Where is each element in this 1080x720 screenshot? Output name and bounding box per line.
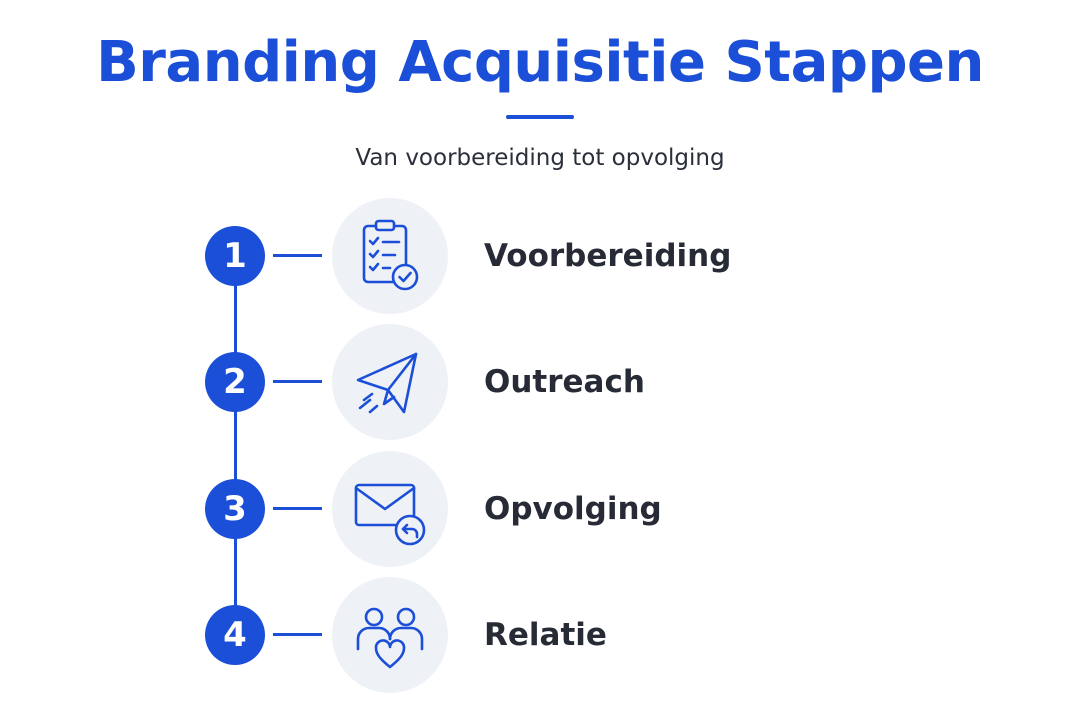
step-number-badge: 4 xyxy=(205,605,265,665)
step-number-badge: 1 xyxy=(205,226,265,286)
page-title: Branding Acquisitie Stappen xyxy=(96,30,984,95)
step-label: Opvolging xyxy=(484,491,662,527)
step-connector xyxy=(273,507,322,510)
title-divider xyxy=(506,115,574,119)
step-3: 3 Opvolging xyxy=(0,449,1080,569)
people-heart-icon xyxy=(332,577,448,693)
step-number-badge: 2 xyxy=(205,352,265,412)
clipboard-check-icon xyxy=(332,198,448,314)
page-subtitle: Van voorbereiding tot opvolging xyxy=(355,145,725,171)
envelope-reply-icon xyxy=(332,451,448,567)
step-connector xyxy=(273,254,322,257)
paper-plane-icon xyxy=(332,324,448,440)
step-label: Relatie xyxy=(484,617,607,653)
timeline-spine xyxy=(234,255,237,635)
step-2: 2 Outreach xyxy=(0,322,1080,442)
step-label: Voorbereiding xyxy=(484,238,732,274)
step-label: Outreach xyxy=(484,364,645,400)
step-connector xyxy=(273,633,322,636)
step-connector xyxy=(273,380,322,383)
step-4: 4 Relatie xyxy=(0,575,1080,695)
step-number-badge: 3 xyxy=(205,479,265,539)
step-1: 1 Voorbereiding xyxy=(0,196,1080,316)
